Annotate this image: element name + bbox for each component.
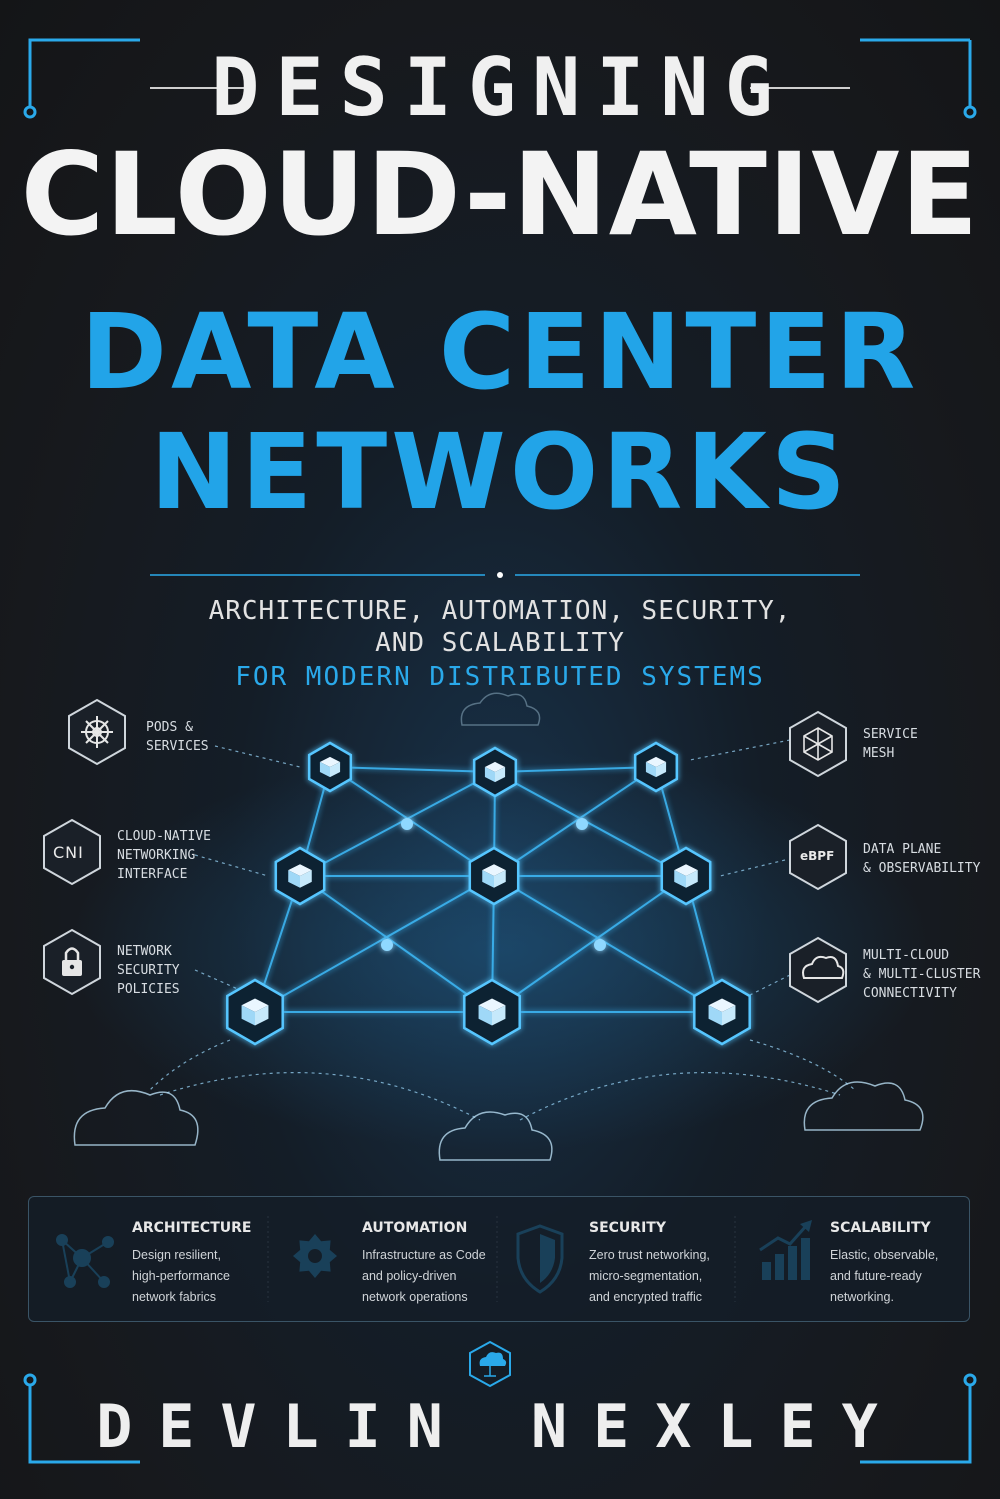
label-multi-cloud: MULTI-CLOUD & MULTI-CLUSTER CONNECTIVITY (863, 948, 981, 1001)
feature-scalability-desc: Elastic, observable, and future-ready ne… (830, 1248, 939, 1304)
subtitle-line-3: FOR MODERN DISTRIBUTED SYSTEMS (235, 662, 765, 692)
frame-corners (23, 38, 977, 1464)
dashed-connectors (149, 739, 856, 1121)
subtitle-line-1: ARCHITECTURE, AUTOMATION, SECURITY, (208, 596, 792, 626)
cloud-network-emblem (469, 1340, 511, 1388)
cube-icon (319, 756, 341, 767)
cni-icon: CNI (53, 843, 84, 862)
cube-icon (300, 870, 312, 888)
cube-icon (330, 761, 341, 778)
author-name: DEVLIN NEXLEY (96, 1392, 904, 1462)
cube-icon (484, 761, 506, 772)
cube-icon (241, 1005, 255, 1026)
title-cloud-native: CLOUD-NATIVE (20, 128, 980, 261)
cube-icon (645, 761, 656, 778)
cube-icon (255, 1005, 269, 1026)
title-data-center: DATA CENTER (80, 291, 920, 413)
feature-security-desc: Zero trust networking, micro-segmentatio… (589, 1248, 710, 1304)
feature-scalability-title: SCALABILITY (830, 1220, 931, 1236)
cube-icon (495, 766, 506, 783)
cube-icon (288, 870, 300, 888)
subtitle-line-2: AND SCALABILITY (375, 628, 625, 658)
feature-architecture-title: ARCHITECTURE (132, 1220, 252, 1236)
label-data-plane: DATA PLANE & OBSERVABILITY (863, 842, 981, 876)
network-nodes (226, 741, 751, 1046)
ebpf-icon: eBPF (800, 849, 835, 863)
cube-icon (492, 1005, 506, 1026)
label-network-security: NETWORK SECURITY POLICIES (117, 944, 180, 997)
cube-icon (645, 756, 667, 767)
feature-automation-title: AUTOMATION (362, 1220, 468, 1236)
cube-icon (482, 870, 494, 888)
left-label-hexes (43, 698, 126, 996)
title-designing: DESIGNING (211, 41, 789, 134)
title-networks: NETWORKS (150, 411, 850, 533)
cube-icon (494, 870, 506, 888)
cube-icon (686, 870, 698, 888)
feature-security-title: SECURITY (589, 1220, 666, 1236)
cloud-icon (802, 955, 845, 979)
cube-icon (484, 766, 495, 783)
cloud-shapes (73, 692, 924, 1161)
feature-automation-desc: Infrastructure as Code and policy-driven… (362, 1248, 486, 1304)
cube-icon (722, 1005, 736, 1026)
helm-wheel-icon (81, 716, 113, 748)
features-panel (28, 1196, 970, 1322)
feature-architecture-desc: Design resilient, high-performance netwo… (132, 1248, 230, 1304)
cube-icon (708, 1005, 722, 1026)
label-cni: CLOUD-NATIVE NETWORKING INTERFACE (117, 829, 211, 882)
lock-icon (62, 947, 82, 976)
cube-icon (319, 761, 330, 778)
cube-icon (674, 870, 686, 888)
network-dots (381, 818, 606, 951)
label-pods-services: PODS & SERVICES (146, 720, 209, 754)
cube-icon (656, 761, 667, 778)
mesh-icon (803, 727, 833, 761)
cube-icon (708, 998, 736, 1012)
label-service-mesh: SERVICE MESH (863, 727, 918, 761)
subtitle-divider (150, 572, 860, 578)
cube-icon (478, 1005, 492, 1026)
